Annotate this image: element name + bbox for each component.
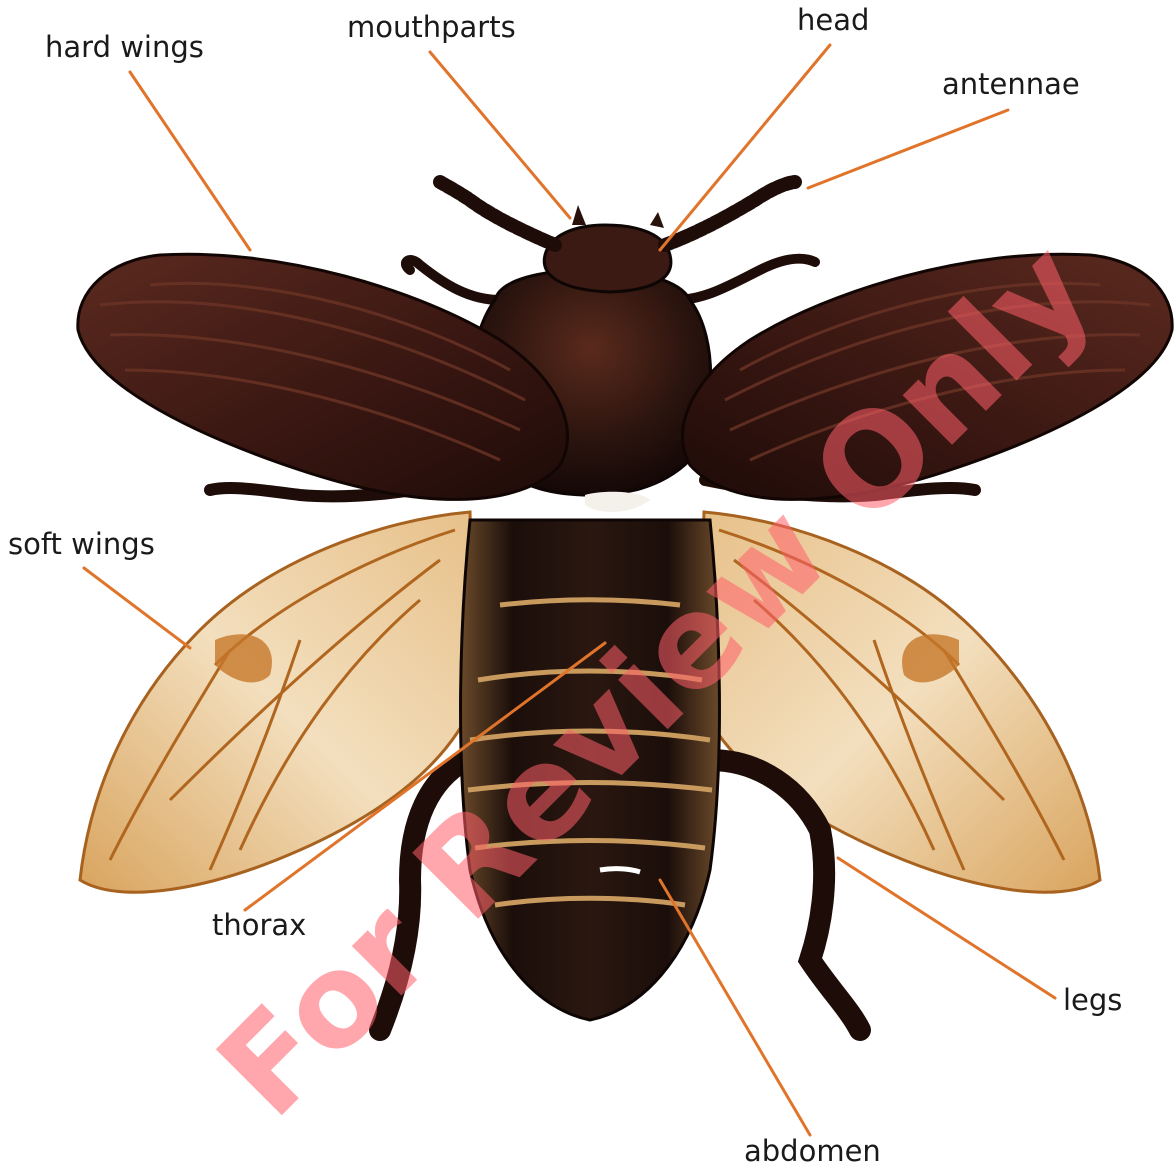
label-antennae: antennae	[942, 70, 1080, 99]
label-legs: legs	[1063, 986, 1122, 1015]
leader-line-antennae	[808, 110, 1008, 188]
hard-wing-left	[78, 254, 568, 499]
label-thorax: thorax	[212, 911, 306, 940]
hard-wing-right	[683, 254, 1173, 499]
leader-line-abdomen	[660, 880, 810, 1135]
label-mouthparts: mouthparts	[347, 13, 516, 42]
label-soft-wings: soft wings	[8, 530, 155, 559]
label-hard-wings: hard wings	[45, 33, 204, 62]
leader-line-hard-wings	[130, 72, 250, 250]
leader-line-head	[660, 45, 830, 250]
beetle-abdomen	[461, 520, 720, 1020]
beetle-head	[544, 205, 671, 292]
leader-line-soft-wings	[84, 568, 190, 648]
label-abdomen: abdomen	[744, 1137, 881, 1166]
soft-wing-right	[699, 512, 1100, 892]
label-head: head	[797, 6, 869, 35]
